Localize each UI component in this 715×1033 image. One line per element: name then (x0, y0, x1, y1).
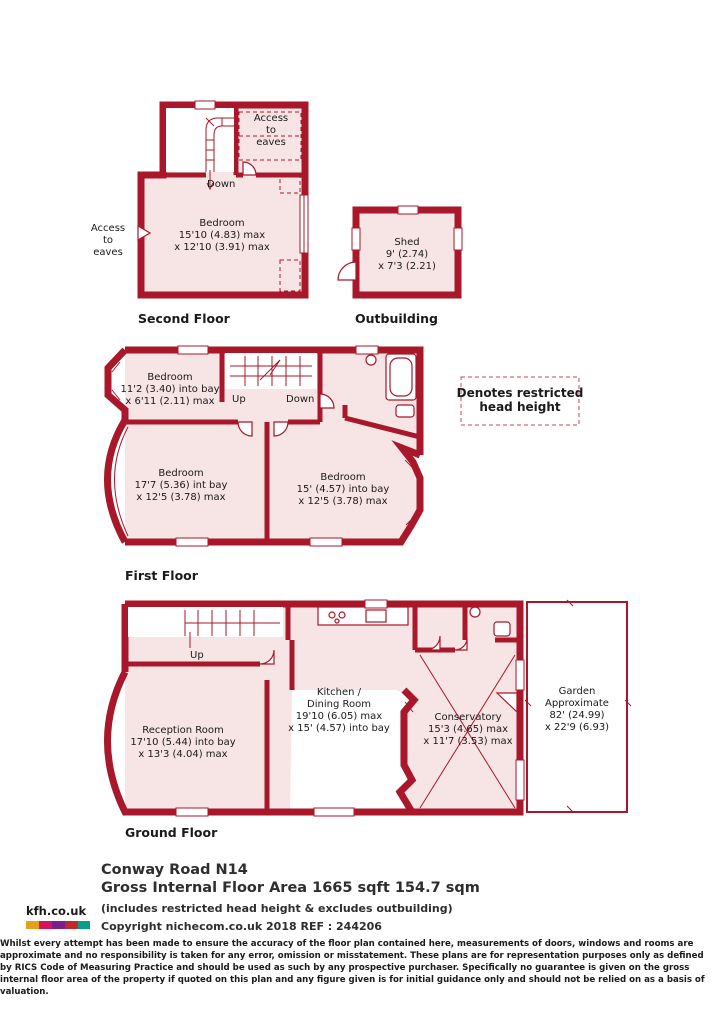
logo-bar-5 (78, 921, 90, 929)
second-floor-eaves-left-line2: to (103, 235, 113, 246)
ground-floor-plan (104, 599, 632, 817)
area-note: (includes restricted head height & exclu… (101, 902, 453, 915)
conservatory-dim2: x 11'7 (3.53) max (423, 736, 512, 747)
second-floor-bedroom-dim1: 15'10 (4.83) max (179, 230, 265, 241)
reception-room-name: Reception Room (142, 725, 223, 736)
first-floor-plan (104, 345, 424, 547)
first-floor-left-bedroom-dim1: 17'7 (5.36) int bay (135, 480, 228, 491)
kitchen-name-line2: Dining Room (307, 699, 371, 710)
first-floor-stair-down: Down (286, 394, 314, 405)
reception-room-dim1: 17'10 (5.44) into bay (130, 737, 235, 748)
outbuilding-plan (337, 205, 463, 299)
kfh-logo: kfh.co.uk (26, 899, 90, 929)
first-floor-right-bedroom-dim2: x 12'5 (3.78) max (298, 496, 387, 507)
garden-dim1: 82' (24.99) (549, 710, 604, 721)
first-floor-left-bedroom-name: Bedroom (158, 468, 203, 479)
first-floor-small-bedroom-name: Bedroom (147, 372, 192, 383)
shed-dim2: x 7'3 (2.21) (378, 261, 436, 272)
second-floor-title: Second Floor (138, 311, 231, 326)
reception-room-dim2: x 13'3 (4.04) max (138, 749, 227, 760)
restricted-height-legend (460, 376, 580, 426)
logo-bar-4 (65, 921, 78, 929)
kitchen-dim1: 19'10 (6.05) max (296, 711, 382, 722)
garden-name: Garden (559, 686, 596, 697)
logo-bar-3 (52, 921, 65, 929)
second-floor-eaves-top-line1: Access (254, 113, 288, 124)
first-floor-small-bedroom-dim1: 11'2 (3.40) into bay (121, 384, 220, 395)
second-floor-eaves-left-line3: eaves (93, 247, 123, 258)
garden-approximate: Approximate (545, 698, 609, 709)
first-floor-title: First Floor (125, 568, 199, 583)
logo-bar-1 (26, 921, 39, 929)
second-floor-plan (137, 100, 309, 299)
second-floor-eaves-left-line1: Access (91, 223, 125, 234)
second-floor-eaves-top-line2: to (266, 125, 276, 136)
first-floor-stair-up: Up (232, 394, 246, 405)
first-floor-left-bedroom-dim2: x 12'5 (3.78) max (136, 492, 225, 503)
first-floor-right-bedroom-name: Bedroom (320, 472, 365, 483)
second-floor-eaves-top-line3: eaves (256, 137, 286, 148)
gross-internal-area: Gross Internal Floor Area 1665 sqft 154.… (101, 880, 480, 896)
conservatory-name: Conservatory (434, 712, 501, 723)
kitchen-name-line1: Kitchen / (317, 687, 362, 698)
second-floor-bedroom-name: Bedroom (199, 218, 244, 229)
kitchen-dim2: x 15' (4.57) into bay (288, 723, 390, 734)
property-address: Conway Road N14 (101, 862, 248, 878)
legend-line1: Denotes restricted (457, 386, 584, 400)
second-floor-stair-label: Down (207, 179, 235, 190)
outbuilding-title: Outbuilding (355, 311, 438, 326)
second-floor-bedroom-dim2: x 12'10 (3.91) max (174, 242, 270, 253)
legend-line2: head height (479, 400, 560, 414)
first-floor-right-bedroom-dim1: 15' (4.57) into bay (297, 484, 390, 495)
first-floor-small-bedroom-dim2: x 6'11 (2.11) max (125, 396, 214, 407)
logo-bar-2 (39, 921, 52, 929)
shed-dim1: 9' (2.74) (386, 249, 428, 260)
kfh-logo-text: kfh.co.uk (26, 904, 87, 918)
copyright: Copyright nichecom.co.uk 2018 REF : 2442… (101, 920, 382, 933)
disclaimer: Whilst every attempt has been made to en… (0, 939, 705, 997)
ground-floor-stair-up: Up (190, 650, 204, 661)
ground-floor-title: Ground Floor (125, 825, 218, 840)
shed-name: Shed (394, 237, 419, 248)
garden-dim2: x 22'9 (6.93) (545, 722, 609, 733)
conservatory-dim1: 15'3 (4.65) max (428, 724, 508, 735)
